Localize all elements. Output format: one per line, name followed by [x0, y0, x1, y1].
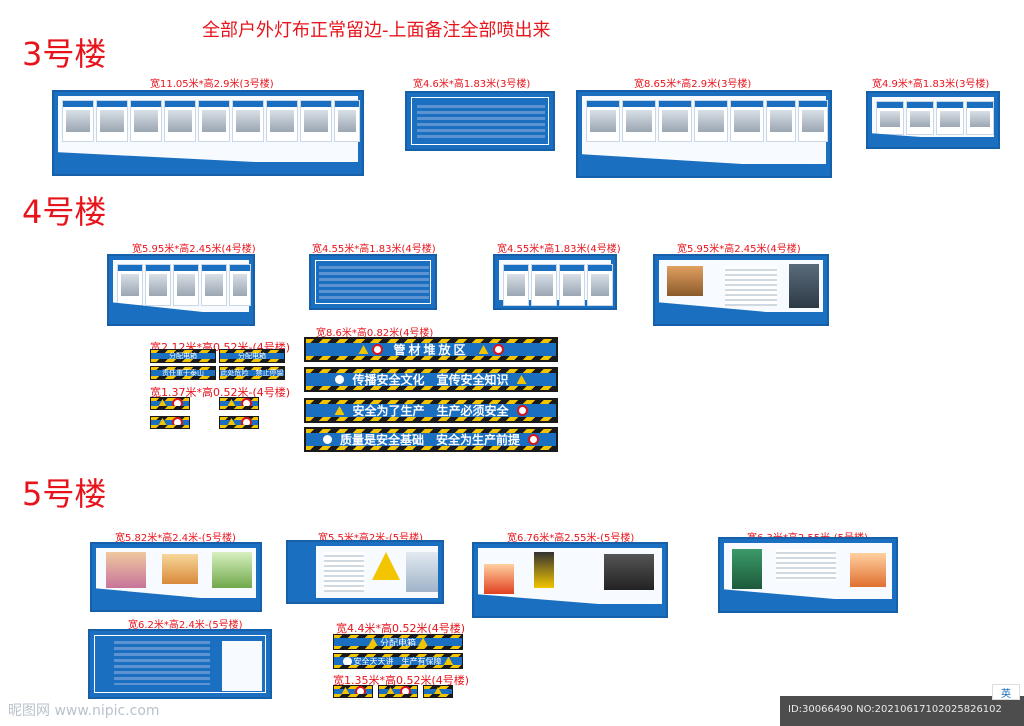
small-sign: [333, 685, 373, 698]
display-board: [309, 254, 437, 310]
banner-text: 管材堆放区: [393, 343, 469, 357]
sign-text: 分配电箱: [379, 638, 416, 649]
sign-text: 分配电箱: [238, 352, 266, 360]
safety-banner: 质量是安全基础 安全为生产前提: [304, 427, 558, 452]
sign-text: 责任重于泰山: [162, 369, 204, 377]
footer-bar: [780, 696, 1024, 726]
board-label: 宽5.5米*高2米-(5号楼): [318, 533, 424, 544]
ime-indicator-icon[interactable]: 英: [992, 684, 1020, 700]
sign-label: 宽1.35米*高0.52米(4号楼): [333, 674, 470, 687]
board-label: 宽4.6米*高1.83米(3号楼): [413, 79, 531, 90]
small-sign: [219, 397, 259, 410]
safety-banner: 管材堆放区: [304, 337, 558, 362]
board-label: 宽5.95米*高2.45米(4号楼): [677, 244, 801, 255]
board-label: 宽6.2米*高2.4米-(5号楼): [128, 620, 243, 631]
safety-banner: 传播安全文化 宣传安全知识: [304, 367, 558, 392]
small-sign: 此处危险 禁止停留: [219, 366, 285, 380]
banner-text: 传播安全文化 宣传安全知识: [352, 373, 509, 387]
banner-label: 宽4.4米*高0.52米(4号楼): [336, 622, 466, 635]
ime-text: 英: [1001, 688, 1011, 700]
small-sign: [378, 685, 418, 698]
sign-label: 宽1.37米*高0.52米-(4号楼): [150, 386, 291, 399]
small-sign: 分配电箱: [150, 349, 216, 363]
board-label: 宽5.82米*高2.4米-(5号楼): [115, 533, 236, 544]
small-sign: [423, 685, 453, 698]
page-title: 全部户外灯布正常留边-上面备注全部喷出来: [202, 20, 551, 41]
display-board: [653, 254, 829, 326]
board-label: 宽5.95米*高2.45米(4号楼): [132, 244, 256, 255]
display-board: [866, 91, 1000, 149]
small-sign: 分配电箱: [219, 349, 285, 363]
display-board: [405, 91, 555, 151]
display-board: [52, 90, 364, 176]
display-board: [90, 542, 262, 612]
board-label: 宽11.05米*高2.9米(3号楼): [150, 79, 274, 90]
banner-text: 质量是安全基础 安全为生产前提: [339, 433, 520, 447]
sign-text: 分配电箱: [169, 352, 197, 360]
board-label: 宽4.9米*高1.83米(3号楼): [872, 79, 990, 90]
display-board: [493, 254, 617, 310]
display-board: [107, 254, 255, 326]
section-heading-building-3: 3号楼: [22, 35, 107, 73]
board-label: 宽4.55米*高1.83米(4号楼): [312, 244, 436, 255]
sign-text: 此处危险 禁止停留: [220, 369, 284, 377]
display-board: [718, 537, 898, 613]
display-board: [286, 540, 444, 604]
safety-banner: 安全为了生产 生产必须安全: [304, 398, 558, 423]
section-heading-building-5: 5号楼: [22, 475, 107, 513]
display-board: [472, 542, 668, 618]
banner-text: 安全为了生产 生产必须安全: [352, 404, 509, 418]
section-heading-building-4: 4号楼: [22, 193, 107, 231]
board-label: 宽4.55米*高1.83米(4号楼): [497, 244, 621, 255]
sign-text: 安全天天讲 生产有保障: [353, 656, 442, 666]
watermark: 昵图网 www.nipic.com: [8, 703, 160, 719]
small-sign: [219, 416, 259, 429]
board-label: 宽8.65米*高2.9米(3号楼): [634, 79, 752, 90]
small-sign: 责任重于泰山: [150, 366, 216, 380]
display-board: [576, 90, 832, 178]
id-label: ID:30066490 NO:20210617102025826102: [788, 704, 1002, 715]
banner-label: 宽8.6米*高0.82米(4号楼): [316, 328, 434, 339]
small-sign: [150, 397, 190, 410]
small-banner: 分配电箱: [333, 634, 463, 650]
small-banner: 安全天天讲 生产有保障: [333, 653, 463, 669]
display-board: [88, 629, 272, 699]
board-label: 宽6.76米*高2.55米-(5号楼): [507, 533, 635, 544]
small-sign: [150, 416, 190, 429]
